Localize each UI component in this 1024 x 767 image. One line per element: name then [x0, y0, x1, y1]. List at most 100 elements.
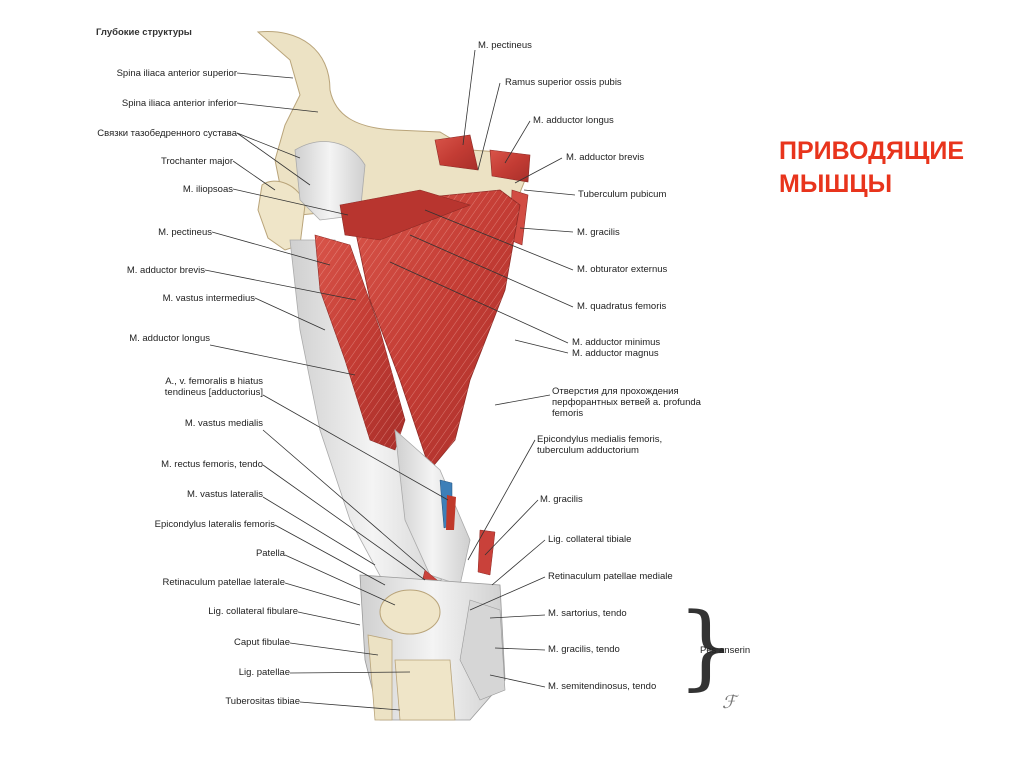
right-label-11-line-0: Epicondylus medialis femoris, — [537, 434, 663, 445]
diagram-heading: Глубокие структуры — [96, 27, 192, 38]
left-label-4: M. iliopsoas — [183, 184, 233, 195]
adductor-longus-upper — [489, 149, 531, 183]
right-label-10-line-1: перфорантных ветвей а. profunda — [552, 397, 701, 408]
patella — [379, 589, 441, 635]
left-label-7-line-0: M. vastus intermedius — [162, 293, 255, 304]
right-label-17-line-0: M. semitendinosus, tendo — [548, 681, 657, 692]
left-label-8-line-0: M. adductor longus — [129, 333, 210, 344]
right-label-11-line-1: tuberculum adductorium — [537, 445, 639, 456]
left-label-5-line-0: M. pectineus — [158, 227, 212, 238]
right-label-12: M. gracilis — [540, 494, 583, 505]
left-label-3-line-0: Trochanter major — [161, 156, 233, 167]
slide-title-line-1: ПРИВОДЯЩИЕ — [779, 137, 965, 165]
pes-anserinus-brace: } — [677, 593, 736, 700]
left-label-6: M. adductor brevis — [127, 265, 205, 276]
left-label-16-line-0: Lig. collateral fibulare — [208, 606, 298, 617]
left-label-10-line-0: M. vastus medialis — [184, 418, 263, 429]
right-label-16-line-0: M. gracilis, tendo — [548, 644, 620, 655]
pes-anserinus — [459, 599, 506, 701]
right-label-5-line-0: M. gracilis — [577, 227, 620, 238]
right-label-2-line-0: M. adductor longus — [533, 115, 614, 126]
left-label-19-line-0: Tuberositas tibiae — [225, 696, 300, 707]
left-label-18: Lig. patellae — [239, 667, 290, 678]
left-label-8: M. adductor longus — [129, 333, 210, 344]
left-label-19: Tuberositas tibiae — [225, 696, 300, 707]
right-label-9-line-0: M. adductor magnus — [572, 348, 659, 359]
left-label-0: Spina iliaca anterior superior — [117, 68, 237, 79]
illustrator-signature: ℱ — [722, 692, 737, 713]
left-label-12-line-0: M. vastus lateralis — [186, 489, 263, 500]
left-label-11-line-0: M. rectus femoris, tendo — [161, 459, 263, 470]
left-label-7: M. vastus intermedius — [163, 293, 255, 304]
right-label-17: M. semitendinosus, tendo — [548, 681, 656, 692]
left-label-5: M. pectineus — [158, 227, 212, 238]
right-label-12-line-0: M. gracilis — [540, 494, 583, 505]
right-label-15: M. sartorius, tendo — [548, 608, 627, 619]
tibia-bone — [394, 659, 456, 721]
left-label-12: M. vastus lateralis — [187, 489, 263, 500]
gracilis-lower — [477, 529, 496, 576]
right-label-1-line-0: Ramus superior ossis pubis — [505, 77, 622, 88]
left-label-15: Retinaculum patellae laterale — [162, 577, 285, 588]
left-label-10: M. vastus medialis — [185, 418, 263, 429]
right-label-5: M. gracilis — [577, 227, 620, 238]
right-label-0-line-0: M. pectineus — [478, 40, 532, 51]
right-label-3: M. adductor brevis — [566, 152, 644, 163]
right-label-6: M. obturator externus — [577, 264, 667, 275]
right-label-16: M. gracilis, tendo — [548, 644, 620, 655]
left-label-4-line-0: M. iliopsoas — [182, 184, 233, 195]
right-label-14: Retinaculum patellae mediale — [548, 571, 673, 582]
right-label-3-line-0: M. adductor brevis — [566, 152, 645, 163]
right-label-13: Lig. collateral tibiale — [548, 534, 631, 545]
right-label-8: M. adductor minimus — [572, 337, 660, 348]
right-label-10-line-2: femoris — [552, 408, 584, 419]
left-label-11: M. rectus femoris, tendo — [161, 459, 263, 470]
left-leader-lines — [204, 72, 449, 711]
left-label-9-line-0: A., v. femoralis в hiatus — [165, 376, 263, 387]
left-label-6-line-0: M. adductor brevis — [126, 265, 205, 276]
left-label-2-line-0: Связки тазобедренного сустава — [97, 128, 237, 139]
right-label-7: M. quadratus femoris — [577, 301, 666, 312]
quadratus-femoris — [339, 189, 471, 241]
left-label-3: Trochanter major — [161, 156, 233, 167]
right-label-10-line-0: Отверстия для прохождения — [552, 386, 679, 397]
left-label-14-line-0: Patella — [255, 548, 285, 559]
left-label-13-line-0: Epicondylus lateralis femoris — [154, 519, 275, 530]
right-label-4: Tuberculum pubicum — [578, 189, 666, 200]
pectineus-upper — [434, 134, 479, 171]
right-label-11: Epicondylus medialis femoris,tuberculum … — [537, 434, 662, 456]
left-label-14: Patella — [256, 548, 285, 559]
left-label-15-line-0: Retinaculum patellae laterale — [162, 577, 285, 588]
right-label-4-line-0: Tuberculum pubicum — [578, 189, 667, 200]
left-label-1-line-0: Spina iliaca anterior inferior — [121, 98, 237, 109]
slide-title-line-2: МЫШЦЫ — [779, 170, 893, 198]
right-label-13-line-0: Lig. collateral tibiale — [548, 534, 632, 545]
right-leader-lines — [389, 49, 576, 688]
right-label-1: Ramus superior ossis pubis — [505, 77, 622, 88]
slide-title: ПРИВОДЯЩИЕ МЫШЦЫ — [779, 135, 1019, 201]
right-label-15-line-0: M. sartorius, tendo — [548, 608, 627, 619]
right-label-0: M. pectineus — [478, 40, 532, 51]
left-label-16: Lig. collateral fibulare — [208, 606, 298, 617]
pelvis-bone — [256, 31, 526, 216]
left-label-13: Epicondylus lateralis femoris — [155, 519, 275, 530]
right-label-14-line-0: Retinaculum patellae mediale — [548, 571, 673, 582]
left-label-9-line-1: tendineus [adductorius] — [164, 387, 263, 398]
left-label-1: Spina iliaca anterior inferior — [122, 98, 237, 109]
right-label-7-line-0: M. quadratus femoris — [577, 301, 667, 312]
left-label-17: Caput fibulae — [234, 637, 290, 648]
left-label-18-line-0: Lig. patellae — [238, 667, 290, 678]
left-label-2: Связки тазобедренного сустава — [97, 128, 237, 139]
right-label-6-line-0: M. obturator externus — [577, 264, 668, 275]
left-label-0-line-0: Spina iliaca anterior superior — [116, 68, 237, 79]
right-label-8-line-0: M. adductor minimus — [572, 337, 661, 348]
right-label-2: M. adductor longus — [533, 115, 614, 126]
fibula-bone — [367, 634, 393, 721]
pes-anserinus-label: Pes anserin — [700, 645, 751, 656]
left-label-17-line-0: Caput fibulae — [234, 637, 290, 648]
right-label-9: M. adductor magnus — [572, 348, 659, 359]
